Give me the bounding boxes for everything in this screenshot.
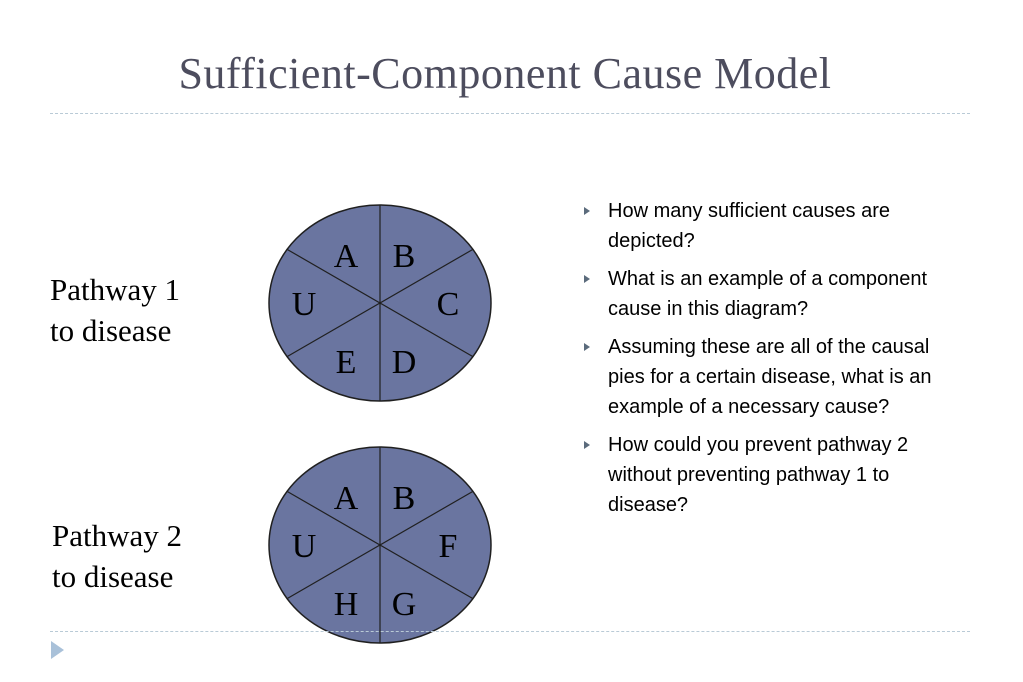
pie-slice-label: U (292, 286, 317, 323)
question-text: How many sufficient causes are depicted? (608, 200, 890, 252)
pathway-1-label-line-2: to disease (50, 313, 172, 348)
slide-title: Sufficient-Component Cause Model (178, 49, 832, 98)
triangle-right-icon (584, 343, 590, 351)
title-divider (50, 113, 970, 114)
triangle-right-icon (584, 275, 590, 283)
question-item: How could you prevent pathway 2 without … (582, 430, 962, 520)
nav-arrow-icon[interactable] (51, 641, 64, 659)
pathway-1-label: Pathway 1 to disease (50, 269, 180, 351)
pie-divider-line (286, 248, 474, 358)
pie-slice-label: B (393, 238, 416, 275)
pie-slice-label: C (437, 286, 460, 323)
question-item: Assuming these are all of the causal pie… (582, 332, 962, 422)
pie-slice-label: F (439, 528, 458, 565)
pie-slice-label: B (393, 480, 416, 517)
pathway-2-label-line-1: Pathway 2 (52, 518, 183, 553)
question-text: Assuming these are all of the causal pie… (608, 336, 932, 418)
triangle-right-icon (584, 207, 590, 215)
pie-slice-label: H (334, 586, 359, 623)
pathway-1-label-line-1: Pathway 1 (50, 272, 181, 307)
question-list: How many sufficient causes are depicted?… (582, 196, 962, 528)
pie-slice-label: G (392, 586, 417, 623)
pie-slice-label: A (334, 480, 359, 517)
pie-slice-label: U (292, 528, 317, 565)
question-item: How many sufficient causes are depicted? (582, 196, 962, 256)
pie-slice-label: D (392, 344, 417, 381)
pie-divider-line (286, 490, 474, 600)
triangle-right-icon (584, 441, 590, 449)
pie-slice-label: E (336, 344, 357, 381)
pathway-2-label: Pathway 2 to disease (52, 515, 182, 597)
question-text: How could you prevent pathway 2 without … (608, 434, 909, 516)
question-text: What is an example of a component cause … (608, 268, 928, 320)
footer-divider (50, 631, 970, 632)
question-item: What is an example of a component cause … (582, 264, 962, 324)
pie-slice-label: A (334, 238, 359, 275)
pathway-2-label-line-2: to disease (52, 559, 174, 594)
